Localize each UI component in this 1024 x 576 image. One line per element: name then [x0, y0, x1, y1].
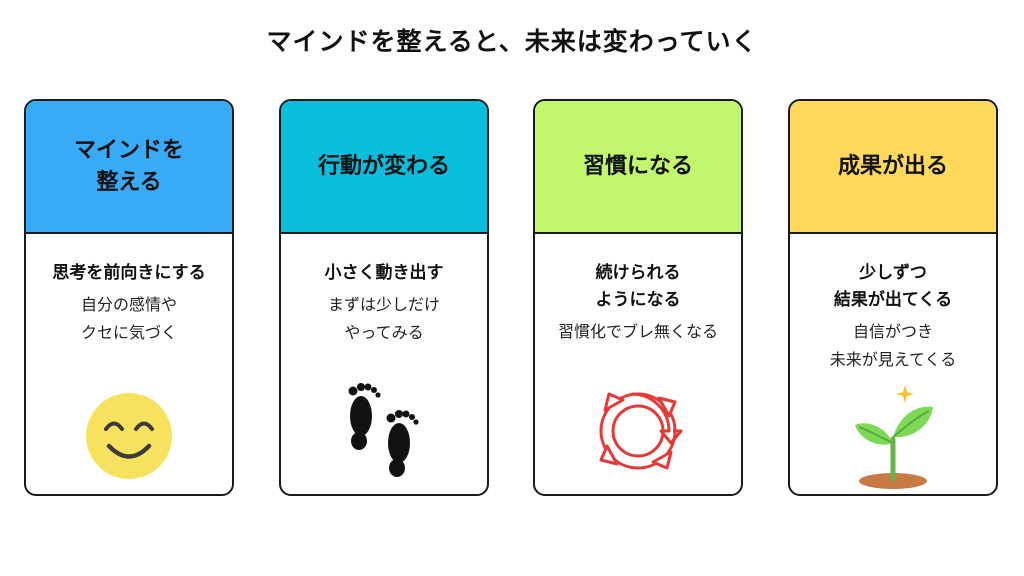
step-card-mind: マインドを 整える 思考を前向きにする 自分の感情や クセに気づく — [24, 99, 234, 496]
card-header: マインドを 整える — [26, 101, 232, 234]
sprout-icon — [790, 381, 996, 491]
card-description: 自分の感情や クセに気づく — [80, 295, 177, 343]
cycle-arrows-icon — [535, 386, 741, 476]
card-header: 習慣になる — [535, 101, 741, 234]
card-description: まずは少しだけ やってみる — [327, 295, 440, 343]
card-header: 成果が出る — [790, 101, 996, 234]
smiley-face-icon — [26, 391, 232, 481]
footprints-icon — [281, 371, 487, 481]
card-subtitle: 思考を前向きにする — [52, 263, 206, 283]
step-card-result: 成果が出る 少しずつ 結果が出てくる 自信がつき 未来が見えてくる — [788, 99, 998, 496]
card-subtitle: 小さく動き出す — [324, 263, 444, 283]
card-subtitle: 続けられる ようになる — [595, 263, 681, 311]
step-card-habit: 習慣になる 続けられる ようになる 習慣化でブレ無くなる — [533, 99, 743, 496]
step-card-action: 行動が変わる 小さく動き出す まずは少しだけ やってみる — [279, 99, 489, 496]
card-description: 習慣化でブレ無くなる — [557, 322, 718, 342]
card-description: 自信がつき 未来が見えてくる — [829, 322, 957, 370]
page-title: マインドを整えると、未来は変わっていく — [266, 27, 758, 56]
card-header: 行動が変わる — [281, 101, 487, 234]
card-subtitle: 少しずつ 結果が出てくる — [833, 263, 953, 311]
